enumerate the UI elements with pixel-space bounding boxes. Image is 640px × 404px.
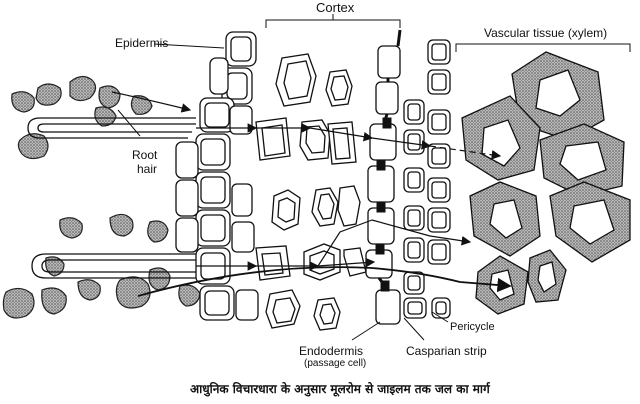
root-hair-lower [31, 253, 196, 279]
endodermis-label: Endodermis [299, 344, 364, 358]
root-hair-upper [27, 117, 196, 139]
figure-caption: आधुनिक विचारधारा के अनुसार मूलरोम से जाइ… [190, 382, 490, 396]
passage-cell-label: (passage cell) [304, 358, 367, 369]
xylem-vessels [461, 51, 631, 315]
leader-lines [117, 14, 631, 341]
casparian-strip-label: Casparian strip [406, 344, 487, 358]
vascular-tissue-label: Vascular tissue (xylem) [484, 26, 608, 40]
root-hair-label-line1: Root [132, 148, 158, 162]
casparian-strip [375, 29, 402, 292]
epidermis-cells [175, 31, 259, 321]
cortex-cells [255, 53, 367, 331]
soil-particles [2, 75, 201, 319]
root-hair-label-line2: hair [137, 162, 158, 176]
pericycle-label: Pericycle [450, 321, 495, 333]
pericycle-cells [403, 39, 451, 319]
water-pathways [111, 91, 512, 297]
epidermis-label: Epidermis [115, 36, 169, 50]
endodermis-cells [365, 45, 401, 325]
cortex-label: Cortex [316, 0, 355, 15]
